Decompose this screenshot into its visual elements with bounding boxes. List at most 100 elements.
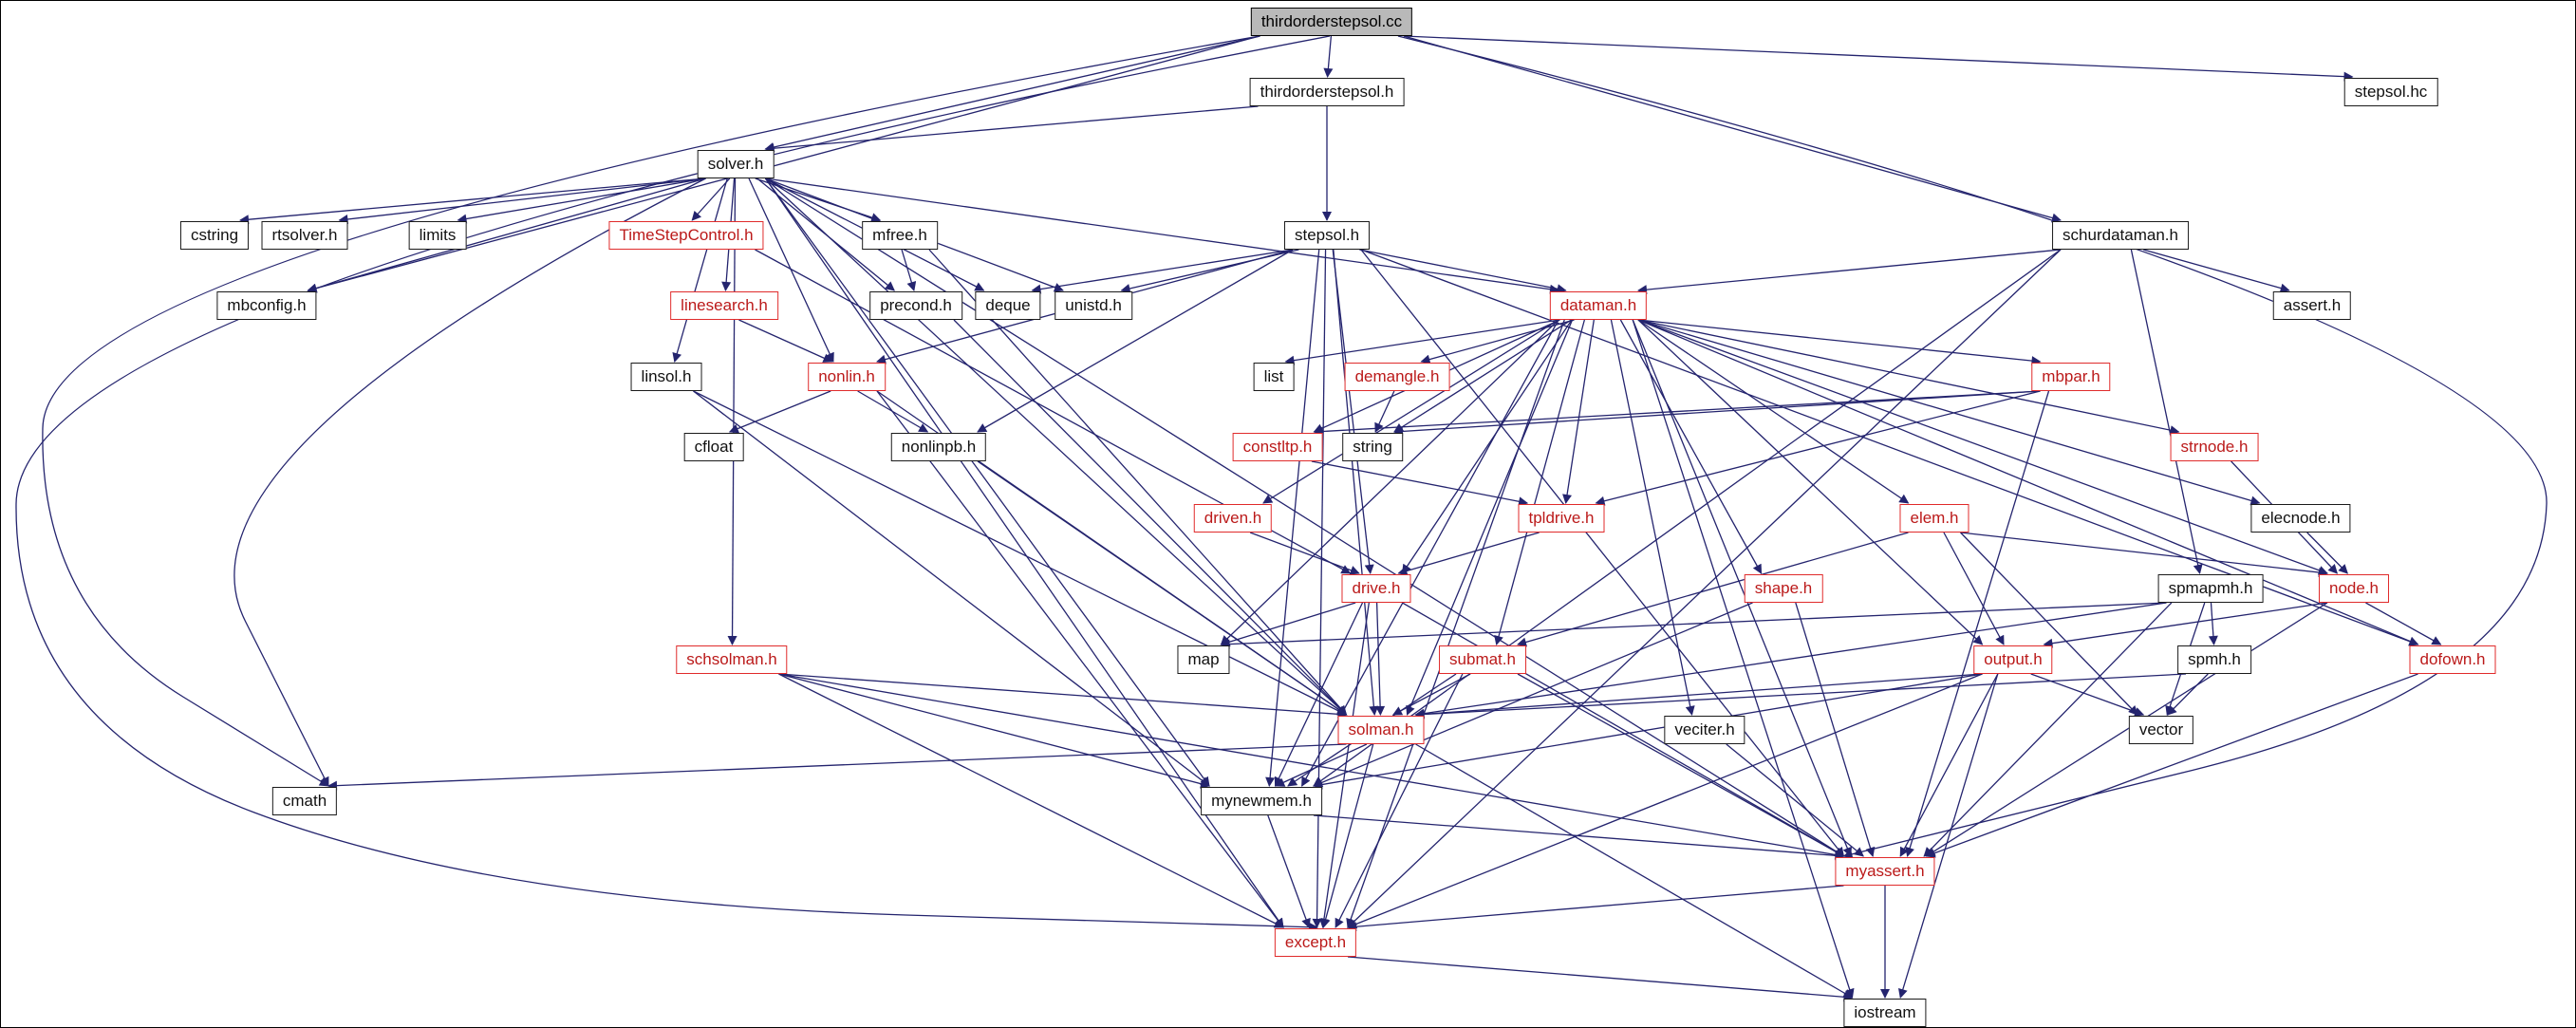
edge-node-h-to-myassert-h bbox=[1925, 602, 2328, 857]
edge-drive-h-to-mynewmem-h bbox=[1274, 602, 1364, 787]
graph-node-iostream[interactable]: iostream bbox=[1843, 999, 1927, 1027]
graph-node-linesearch-h[interactable]: linesearch.h bbox=[670, 291, 778, 320]
graph-node-deque[interactable]: deque bbox=[975, 291, 1041, 320]
graph-node-mynewmem-h[interactable]: mynewmem.h bbox=[1201, 787, 1322, 815]
edge-stepsol-h-to-deque bbox=[1031, 249, 1294, 294]
graph-node-node-h[interactable]: node.h bbox=[2319, 574, 2389, 603]
graph-node-stepsol-hc[interactable]: stepsol.hc bbox=[2343, 78, 2438, 106]
graph-node-unistd-h[interactable]: unistd.h bbox=[1055, 291, 1132, 320]
edge-output-h-to-iostream bbox=[1898, 673, 1999, 999]
edge-solver-h-to-mfree-h bbox=[755, 178, 882, 222]
edge-schurdataman-h-to-spmapmh-h bbox=[2130, 249, 2203, 574]
edge-solver-h-to-TimeStepControl-h bbox=[691, 178, 731, 221]
edge-thirdorderstepsol-cc-to-schurdataman-h bbox=[1403, 35, 2062, 223]
graph-node-spmh-h[interactable]: spmh.h bbox=[2177, 645, 2251, 674]
graph-node-cfloat[interactable]: cfloat bbox=[683, 433, 744, 461]
edge-dataman-h-to-iostream bbox=[1632, 319, 1855, 999]
graph-node-solver-h[interactable]: solver.h bbox=[697, 150, 775, 178]
graph-node-mbconfig-h[interactable]: mbconfig.h bbox=[216, 291, 317, 320]
graph-node-myassert-h[interactable]: myassert.h bbox=[1835, 857, 1935, 886]
edge-thirdorderstepsol-cc-to-thirdorderstepsol-h bbox=[1323, 35, 1334, 78]
graph-node-map[interactable]: map bbox=[1177, 645, 1230, 674]
edge-linesearch-h-to-nonlin-h bbox=[738, 319, 833, 363]
graph-node-cmath[interactable]: cmath bbox=[271, 787, 338, 815]
edge-stepsol-h-to-solman-h bbox=[1333, 249, 1379, 716]
edge-submat-h-to-solman-h bbox=[1391, 673, 1471, 716]
edge-dataman-h-to-elem-h bbox=[1637, 319, 1910, 504]
edge-stepsol-h-to-except-h bbox=[1312, 249, 1327, 928]
edge-drive-h-to-map bbox=[1220, 602, 1356, 647]
edge-solver-h-to-linsol-h bbox=[672, 178, 728, 363]
edge-mbpar-h-to-string bbox=[1393, 390, 2041, 437]
graph-node-submat-h[interactable]: submat.h bbox=[1439, 645, 1526, 674]
graph-node-strnode-h[interactable]: strnode.h bbox=[2170, 433, 2259, 461]
edge-dataman-h-to-drive-h bbox=[1401, 319, 1573, 574]
edge-schsolman-h-to-myassert-h bbox=[778, 673, 1845, 860]
graph-node-cstring[interactable]: cstring bbox=[179, 221, 250, 250]
edge-solver-h-to-nonlin-h bbox=[748, 178, 834, 363]
edge-dataman-h-to-list bbox=[1284, 319, 1560, 365]
edge-dataman-h-to-elecnode-h bbox=[1637, 319, 2261, 506]
edge-spmapmh-h-to-solman-h bbox=[1414, 602, 2167, 719]
graph-node-thirdorderstepsol-h[interactable]: thirdorderstepsol.h bbox=[1249, 78, 1405, 106]
graph-node-constltp-h[interactable]: constltp.h bbox=[1232, 433, 1323, 461]
edge-spmh-h-to-vector bbox=[2167, 673, 2209, 716]
edge-dofown-h-to-myassert-h bbox=[1925, 673, 2418, 858]
graph-node-elem-h[interactable]: elem.h bbox=[1899, 504, 1969, 533]
edge-dataman-h-to-demangle-h bbox=[1420, 319, 1575, 364]
graph-node-elecnode-h[interactable]: elecnode.h bbox=[2250, 504, 2351, 533]
edge-output-h-to-except-h bbox=[1347, 673, 1983, 929]
edge-thirdorderstepsol-cc-to-mbconfig-h bbox=[307, 35, 1260, 293]
graph-node-mbpar-h[interactable]: mbpar.h bbox=[2031, 363, 2111, 391]
edge-elem-h-to-submat-h bbox=[1517, 532, 1909, 647]
graph-node-precond-h[interactable]: precond.h bbox=[869, 291, 962, 320]
graph-node-nonlin-h[interactable]: nonlin.h bbox=[808, 363, 886, 391]
edge-nonlinpb-h-to-solman-h bbox=[977, 460, 1348, 716]
edge-tpldrive-h-to-drive-h bbox=[1397, 532, 1540, 576]
edge-spmh-h-to-solman-h bbox=[1414, 673, 2187, 720]
edge-schurdataman-h-to-dataman-h bbox=[1637, 249, 2062, 295]
graph-node-shape-h[interactable]: shape.h bbox=[1744, 574, 1823, 603]
graph-node-assert-h[interactable]: assert.h bbox=[2272, 291, 2352, 320]
edge-thirdorderstepsol-h-to-solver-h bbox=[764, 105, 1259, 154]
graph-node-linsol-h[interactable]: linsol.h bbox=[630, 363, 702, 391]
graph-node-dofown-h[interactable]: dofown.h bbox=[2409, 645, 2496, 674]
graph-node-drive-h[interactable]: drive.h bbox=[1341, 574, 1411, 603]
graph-node-solman-h[interactable]: solman.h bbox=[1337, 716, 1425, 744]
graph-node-driven-h[interactable]: driven.h bbox=[1193, 504, 1273, 533]
edge-schsolman-h-to-mynewmem-h bbox=[778, 673, 1210, 789]
graph-node-stepsol-h[interactable]: stepsol.h bbox=[1283, 221, 1371, 250]
graph-node-string[interactable]: string bbox=[1342, 433, 1403, 461]
edge-solman-h-to-except-h bbox=[1320, 743, 1374, 928]
graph-node-schsolman-h[interactable]: schsolman.h bbox=[676, 645, 788, 674]
edge-except-h-to-iostream bbox=[1347, 956, 1854, 1002]
graph-node-veciter-h[interactable]: veciter.h bbox=[1664, 716, 1745, 744]
edge-solman-h-to-cmath bbox=[327, 743, 1347, 791]
edge-schsolman-h-to-solman-h bbox=[778, 673, 1348, 720]
edge-elem-h-to-node-h bbox=[1960, 532, 2328, 577]
graph-node-tpldrive-h[interactable]: tpldrive.h bbox=[1518, 504, 1605, 533]
edge-thirdorderstepsol-cc-to-stepsol-hc bbox=[1403, 35, 2354, 82]
edge-stepsol-h-to-drive-h bbox=[1332, 249, 1374, 574]
edge-mbpar-h-to-tpldrive-h bbox=[1595, 390, 2041, 506]
graph-node-vector[interactable]: vector bbox=[2128, 716, 2194, 744]
graph-node-except-h[interactable]: except.h bbox=[1274, 928, 1357, 957]
graph-node-thirdorderstepsol-cc: thirdorderstepsol.cc bbox=[1250, 8, 1413, 36]
graph-node-list[interactable]: list bbox=[1253, 363, 1295, 391]
graph-node-schurdataman-h[interactable]: schurdataman.h bbox=[2052, 221, 2189, 250]
graph-node-output-h[interactable]: output.h bbox=[1973, 645, 2053, 674]
edge-thirdorderstepsol-cc-to-myassert-h bbox=[1397, 35, 2548, 859]
graph-node-mfree-h[interactable]: mfree.h bbox=[862, 221, 938, 250]
graph-node-nonlinpb-h[interactable]: nonlinpb.h bbox=[890, 433, 987, 461]
graph-node-rtsolver-h[interactable]: rtsolver.h bbox=[261, 221, 348, 250]
edge-node-h-to-output-h bbox=[2043, 602, 2328, 648]
graph-node-dataman-h[interactable]: dataman.h bbox=[1549, 291, 1648, 320]
edge-stepsol-h-to-mynewmem-h bbox=[1265, 249, 1320, 787]
edge-dataman-h-to-except-h bbox=[1346, 319, 1565, 928]
graph-node-limits[interactable]: limits bbox=[408, 221, 467, 250]
graph-node-spmapmh-h[interactable]: spmapmh.h bbox=[2157, 574, 2264, 603]
graph-node-TimeStepControl-h[interactable]: TimeStepControl.h bbox=[608, 221, 764, 250]
graph-node-demangle-h[interactable]: demangle.h bbox=[1344, 363, 1450, 391]
